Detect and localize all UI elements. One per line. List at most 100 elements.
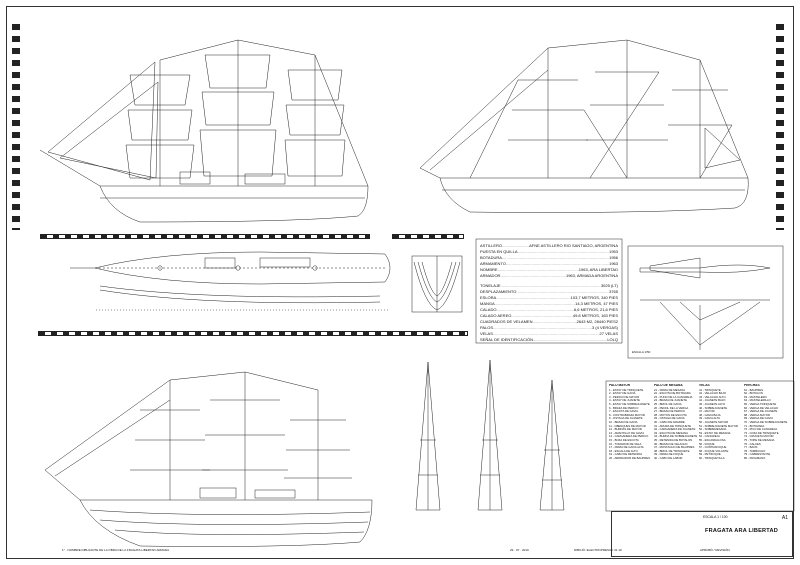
legend-item: 29 - OSTAGA DE GAVIA bbox=[654, 417, 685, 421]
legend-item: 20 - ARRIDADOR DE BAUPRES bbox=[609, 456, 651, 460]
scale-bar-upper-right bbox=[392, 234, 464, 239]
legend-item: 67 - VERGA DE JUANETE bbox=[744, 410, 778, 414]
legend-item: 25 - BRIOL DE GAVIA bbox=[654, 402, 682, 406]
spec-row: CALADO AEREO49.8 METROS, 163 PIES bbox=[480, 313, 618, 319]
stern-views bbox=[627, 245, 784, 359]
legend-item: 60 - TRINQUETILLA bbox=[699, 456, 725, 460]
legend-item: 61 - BAUPRES bbox=[744, 388, 763, 392]
legend-item: 18 - ESCALA DE ALTO bbox=[609, 449, 638, 453]
legend-item: 40 - CABO DE LABOR bbox=[654, 456, 683, 460]
legend-item: 39 - DRIZA DE FOQUE bbox=[654, 453, 684, 457]
legend-item: 64 - MASTELERILLO bbox=[744, 399, 771, 403]
legend-item: 27 - BRAZA DE PERICO bbox=[654, 410, 685, 414]
spec-row: CUADRADOS DE VELAMEN2643 M2, 28440 PIES2 bbox=[480, 319, 618, 325]
legend-item: 16 - TOMADOR DE VELA bbox=[609, 442, 642, 446]
legend-header: PALO DE MESANA bbox=[654, 384, 683, 387]
legend-item: 15 - BOZA DE ESCOTA bbox=[609, 438, 639, 442]
legend-item: 48 - GAVIA BAJA bbox=[699, 413, 721, 417]
spec-row: SEÑAL DE IDENTIFICACIÓNLOLQ bbox=[480, 337, 618, 343]
spec-row: DESPLAZAMIENTO3765 bbox=[480, 289, 618, 295]
legend-header: PALO MAYOR bbox=[609, 384, 631, 387]
spec-row: ESLORA103,7 METROS, 340 PIES bbox=[480, 295, 618, 301]
legend-item: 30 - CABO DE AMARRE bbox=[654, 420, 685, 424]
scale-bar-upper-left bbox=[40, 234, 370, 239]
legend-item: 57 - CONTRAFOQUE bbox=[699, 446, 727, 450]
legend-item: 8 - CONTRABRAZA MAYOR bbox=[609, 413, 645, 417]
legend-item: 24 - BRAZA DE JUANETE bbox=[654, 399, 687, 403]
spec-row: CALADO6,6 METROS, 21,6 PIES bbox=[480, 307, 618, 313]
legend-header: VELAS bbox=[699, 384, 710, 387]
legend-item: 70 - VERGA DE SOBREJUANETE bbox=[744, 420, 788, 424]
authorization-label: APROBÓ / REVISIÓN bbox=[700, 548, 730, 552]
spec-row: ARMAMENTO1963 bbox=[480, 261, 618, 267]
legend-item: 62 - BOTALÓN bbox=[744, 392, 763, 396]
legend-item: 36 - BRAZA DE VELACHO bbox=[654, 442, 688, 446]
legend-item: 3 - PERICO DE MAYOR bbox=[609, 395, 640, 399]
legend-item: 66 - VERGA DE VELACHO bbox=[744, 406, 779, 410]
legend-item: 12 - BURDAS DE MAYOR bbox=[609, 428, 642, 432]
legend-item: 73 - COFA DE TRINQUETE bbox=[744, 431, 779, 435]
legend-item: 54 - CANGREJA bbox=[699, 435, 720, 439]
body-plan bbox=[411, 255, 463, 313]
spec-row: MANGA14,3 METROS, 47 PIES bbox=[480, 301, 618, 307]
legend-item: 10 - BRAZA DE GAVIA bbox=[609, 420, 638, 424]
legend-item: 23 - PUÑO DE LA CANGREJA bbox=[654, 395, 693, 399]
footer-note: 1° · NOMBRE DIBUJANTE DE LA OBRA DE LA F… bbox=[62, 548, 170, 552]
spec-row: PUESTA EN QUILLA1953 bbox=[480, 249, 618, 255]
legend-item: 49 - GAVIA ALTA bbox=[699, 417, 720, 421]
legend-item: 59 - PETIFOQUE bbox=[699, 453, 721, 457]
legend-item: 5 - ESTAY DE SOBREJUANETE bbox=[609, 402, 650, 406]
spec-row: ARMADOR1963, ARMADA ARGENTINA bbox=[480, 273, 618, 279]
legend-item: 26 - PENOL DE LA VERGA bbox=[654, 406, 689, 410]
legend-item: 80 - PASAMANO bbox=[744, 456, 766, 460]
legend-item: 77 - BAOS bbox=[744, 446, 758, 450]
specifications-frame bbox=[475, 238, 623, 344]
legend-item: 52 - SOBREMESANA bbox=[699, 428, 727, 432]
legend-item: 11 - OBENQUES DE MAYOR bbox=[609, 424, 646, 428]
legend-item: 31 - AMURA DE TRINQUETE bbox=[654, 424, 691, 428]
spec-row: BOTADURA1956 bbox=[480, 255, 618, 261]
legend-item: 50 - JUANETE MAYOR bbox=[699, 420, 729, 424]
right-height-ruler bbox=[776, 24, 784, 230]
drawing-sheet bbox=[6, 6, 794, 559]
legend-item: 28 - MOTÓN DE ESCOTA bbox=[654, 413, 687, 417]
scale-label: ESCALA 1 / 100 bbox=[703, 515, 728, 519]
legend-item: 14 - CARGADERA DE PERICO bbox=[609, 435, 649, 439]
title-block: ESCALA 1 / 100 A1 FRAGATA ARA LIBERTAD bbox=[611, 511, 793, 557]
legend-item: 42 - VELACHO BAJO bbox=[699, 392, 727, 396]
legend-item: 55 - ESCANDALOSA bbox=[699, 438, 726, 442]
legend-item: 6 - BRAZA DE PERICO bbox=[609, 406, 639, 410]
legend-item: 17 - DRIZA DE GAVIA ALTA bbox=[609, 446, 644, 450]
legend-item: 35 - RETENIDA DE BOTALÓN bbox=[654, 438, 693, 442]
stern-view-scale-label: ESCALA 1/50 bbox=[632, 350, 651, 354]
legend-item: 33 - ESCOTA DE MESANA bbox=[654, 431, 688, 435]
legend-item: 41 - TRINQUETE bbox=[699, 388, 721, 392]
legend-item: 4 - ESTAY DE JUANETE bbox=[609, 399, 640, 403]
legend-item: 58 - FOQUE VOLANTE bbox=[699, 449, 729, 453]
drawing-title: FRAGATA ARA LIBERTAD bbox=[705, 528, 778, 534]
mast-details bbox=[415, 359, 565, 511]
left-height-ruler bbox=[12, 24, 20, 230]
legend-item: 1 - ESTAY DE TRINQUETE bbox=[609, 388, 644, 392]
legend-item: 32 - CARGADERA DE JUANETE bbox=[654, 428, 696, 432]
designer-label: DIBUJÓ: ELECTROPRESUC 31 10 bbox=[574, 548, 622, 552]
legend-item: 78 - TAMBUCHO bbox=[744, 449, 766, 453]
scale-bar-middle bbox=[38, 331, 468, 336]
legend-item: 47 - MAYOR bbox=[699, 410, 715, 414]
legend-item: 19 - CABO DE RETENIDA bbox=[609, 453, 643, 457]
legend-item: 76 - CALCES bbox=[744, 442, 761, 446]
legend-item: 9 - OSTAGA DE JUANETE bbox=[609, 417, 643, 421]
legend-item: 63 - MASTELERO bbox=[744, 395, 767, 399]
rigging-profile bbox=[419, 39, 749, 213]
legend-item: 72 - PICO DE CANGREJA bbox=[744, 428, 778, 432]
legend-item: 22 - ESCOTA DE BOTAVARA bbox=[654, 392, 691, 396]
legend-item: 38 - BRIOL DE TRINQUETE bbox=[654, 449, 690, 453]
legend-item: 71 - BOTAVARA bbox=[744, 424, 765, 428]
sheet-number: A1 bbox=[781, 515, 788, 521]
legend-item: 44 - JUANETE BAJO bbox=[699, 399, 726, 403]
